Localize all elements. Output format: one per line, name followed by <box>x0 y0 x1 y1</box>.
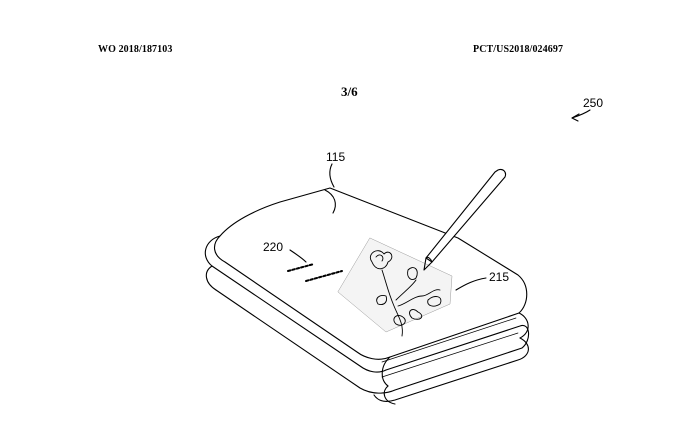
drawing-area <box>337 237 453 333</box>
page-indicator: 3/6 <box>341 84 358 99</box>
device-fold-edge <box>324 189 336 214</box>
leader-215 <box>455 277 487 291</box>
right-hinge <box>518 312 529 339</box>
rose-sketch-icon <box>370 250 442 337</box>
left-hinge <box>204 235 387 373</box>
stylus-icon <box>423 168 507 271</box>
publication-number: WO 2018/187103 <box>98 44 173 55</box>
handwriting-marks <box>287 263 343 282</box>
application-number: PCT/US2018/024697 <box>473 44 564 55</box>
ref-115: 115 <box>326 150 345 164</box>
ref-220: 220 <box>263 240 283 254</box>
ref-215: 215 <box>489 270 509 284</box>
leader-220 <box>289 249 307 263</box>
leader-115 <box>329 163 335 188</box>
device-lower-panel <box>215 289 523 394</box>
ref-250: 250 <box>583 96 603 110</box>
